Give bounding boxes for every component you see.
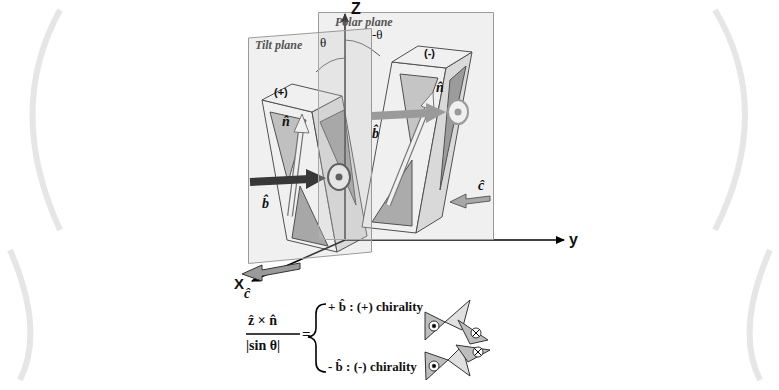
chirality-sign: (-) bbox=[424, 47, 435, 59]
chirality-symbol bbox=[425, 300, 490, 380]
angle-label: θ bbox=[320, 36, 326, 50]
plane-label: Polar plane bbox=[332, 15, 396, 30]
tilt-plane: Tilt plane bbox=[248, 28, 372, 264]
fraction-bar bbox=[246, 333, 300, 335]
plane-label: Tilt plane bbox=[252, 38, 305, 53]
formula-denominator: |sin θ| bbox=[246, 338, 280, 353]
vector-label: b̂ bbox=[262, 196, 269, 211]
axis-label: Z bbox=[351, 0, 361, 18]
watermark bbox=[10, 10, 770, 380]
vector-label: n̂ bbox=[282, 114, 290, 129]
vector-label: ĉ bbox=[244, 286, 250, 301]
vector-label: b̂ bbox=[372, 126, 379, 141]
vector-label: n̂ bbox=[436, 80, 444, 95]
formula-case: - b̂ : (-) chirality bbox=[328, 360, 417, 374]
axis-label: y bbox=[569, 231, 578, 249]
tilt-plane-outline bbox=[248, 28, 372, 264]
formula-case: + b̂ : (+) chirality bbox=[328, 300, 423, 314]
axis-label: X bbox=[234, 276, 244, 293]
angle-label: -θ bbox=[372, 28, 383, 42]
brace bbox=[308, 304, 326, 372]
formula-numerator: ẑ × n̂ bbox=[248, 313, 277, 328]
formula-equals: = bbox=[302, 326, 311, 343]
chirality-sign: (+) bbox=[274, 86, 288, 98]
vector-label: ĉ bbox=[478, 178, 484, 193]
